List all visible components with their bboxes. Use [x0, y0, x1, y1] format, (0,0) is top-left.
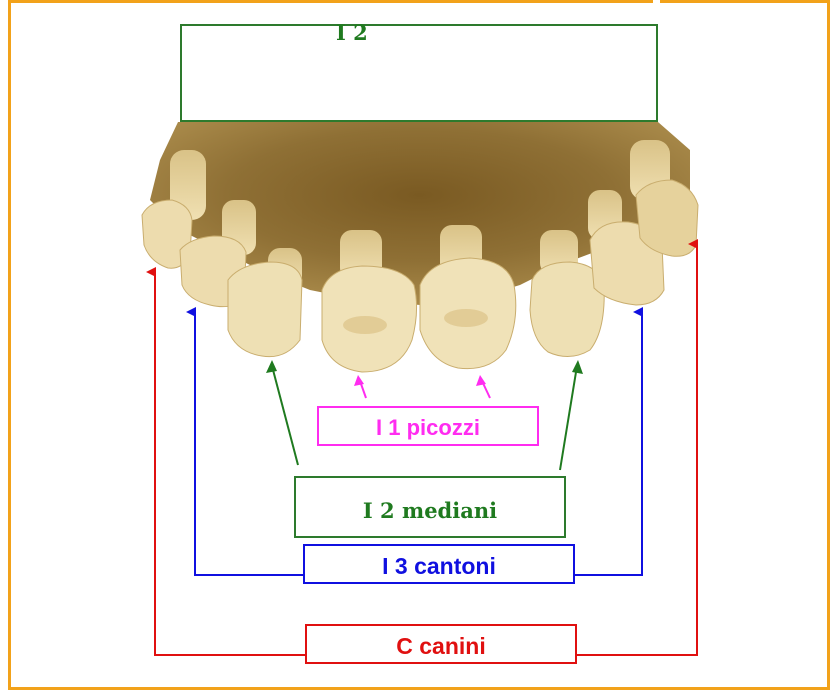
- top-label: I 2: [336, 20, 368, 45]
- i1-arrowhead-left: [354, 375, 364, 386]
- label-i3-cantoni: I 3 cantoni: [303, 544, 575, 584]
- label-i2-mediani: I 2 mediani: [294, 476, 566, 538]
- i2-arrow-right: [560, 366, 577, 470]
- crown-left-i2: [228, 262, 302, 357]
- top-label-box: [180, 24, 658, 122]
- i2-arrowhead-left: [266, 360, 277, 373]
- label-i1-picozzi: I 1 picozzi: [317, 406, 539, 446]
- i2-arrow-left: [272, 366, 298, 465]
- crown-mark: [343, 316, 387, 334]
- crown-mark: [444, 309, 488, 327]
- label-c-canini: C canini: [305, 624, 577, 664]
- i2-arrowhead-right: [572, 360, 583, 374]
